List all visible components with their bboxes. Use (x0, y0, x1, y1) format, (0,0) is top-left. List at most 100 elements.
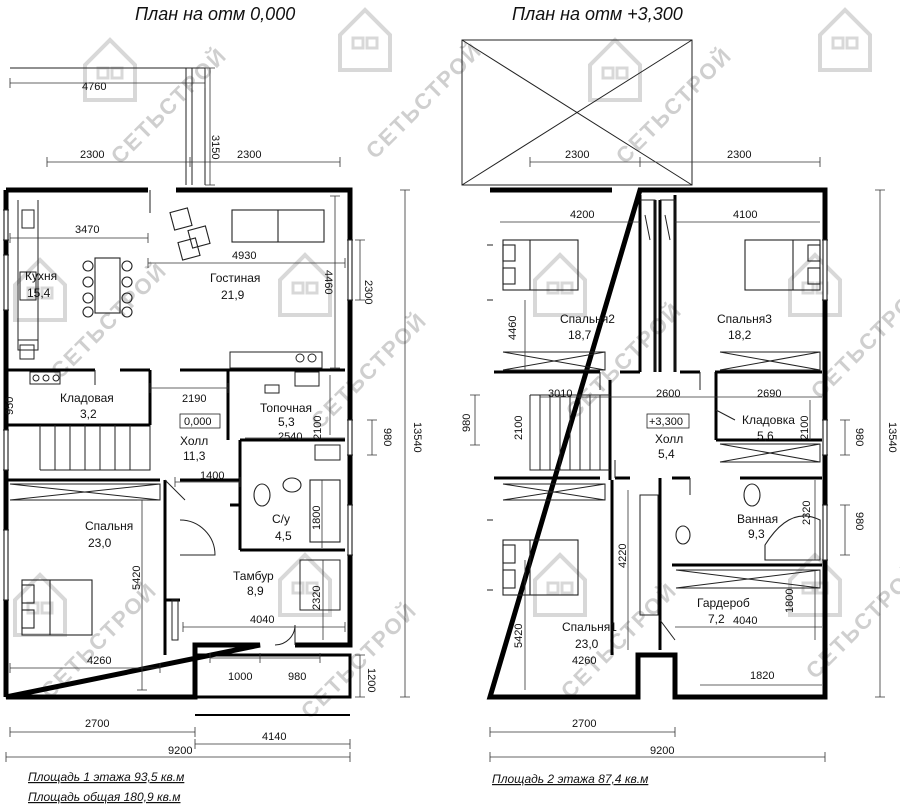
dim-label: 4760 (82, 81, 106, 93)
dim-label: 2700 (572, 718, 596, 730)
watermark-logo-icon (818, 7, 872, 72)
dim-label: 13540 (411, 422, 423, 453)
dim-label: 980 (853, 428, 865, 446)
dim-label: 3010 (548, 388, 572, 400)
area-note-ground: Площадь 1 этажа 93,5 кв.м (28, 770, 184, 784)
dim-label: 4100 (733, 209, 757, 221)
room-name: Холл (655, 432, 683, 446)
interior-walls-upper (494, 195, 822, 650)
dim-label: 4200 (570, 209, 594, 221)
room-name: Спальня (85, 519, 133, 533)
watermark-logo-icon (278, 552, 332, 617)
dim-label: 2690 (757, 388, 781, 400)
toilet-icon (253, 483, 271, 507)
dim-label: 4930 (232, 250, 256, 262)
dim-label: 4040 (250, 614, 274, 626)
plan-title-upper: План на отм +3,300 (512, 4, 683, 24)
level-mark-ground-box (179, 413, 221, 429)
washbasin-icon (675, 525, 691, 545)
washbasin-icon (282, 477, 302, 493)
dim-label: 2300 (565, 149, 589, 161)
room-area: 4,5 (275, 529, 292, 543)
boiler-counter (229, 351, 323, 369)
terrace-roof (461, 39, 693, 186)
terrace-posts (185, 68, 193, 185)
stove-icon (19, 271, 37, 301)
room-area: 3,2 (80, 407, 97, 421)
watermark-logo-icon (338, 7, 392, 72)
room-area: 15,4 (27, 286, 51, 300)
watermark-text: СЕТЬСТРОЙ (801, 557, 900, 683)
room-name: Топочная (260, 401, 312, 415)
dim-label: 2100 (799, 416, 811, 440)
dim-label: 2320 (311, 586, 323, 610)
interior-walls (6, 368, 345, 655)
dim-label: 980 (461, 414, 473, 432)
room-name: Спальня3 (717, 312, 772, 326)
watermark-logo-icon (788, 252, 842, 317)
room-area: 23,0 (575, 637, 599, 651)
room-area: 5,4 (658, 447, 675, 461)
dim-label: 4140 (262, 731, 286, 743)
room-area: 21,9 (221, 288, 245, 302)
dim-label: 1200 (365, 668, 377, 692)
dim-label: 1400 (200, 470, 224, 482)
dim-label: 2700 (85, 718, 109, 730)
shower-icon (309, 479, 341, 543)
dim-label: 1800 (311, 506, 323, 530)
watermarks: СЕТЬСТРОЙ СЕТЬСТРОЙ СЕТЬСТРОЙ СЕТЬСТРОЙ … (13, 7, 900, 724)
room-name: Гостиная (210, 271, 260, 285)
dim-label: 1800 (784, 589, 796, 613)
dim-label: 4460 (322, 270, 334, 294)
room-area: 18,2 (728, 328, 752, 342)
watermark-logo-icon (13, 572, 67, 637)
bed-icon (502, 239, 579, 291)
bed-icon (502, 539, 579, 596)
room-name: Ванная (737, 512, 778, 526)
dim-label: 980 (381, 428, 393, 446)
exterior-walls-upper (486, 187, 828, 700)
toilet-icon (743, 483, 761, 507)
room-area: 18,7 (568, 328, 592, 342)
area-note-total: Площадь общая 180,9 кв.м (28, 790, 180, 804)
fridge-icon (19, 344, 35, 360)
dim-label: 2100 (312, 416, 324, 440)
watermark-text: СЕТЬСТРОЙ (806, 277, 900, 403)
room-area: 11,3 (183, 449, 206, 463)
dim-label: 4040 (733, 615, 757, 627)
room-name: Кухня (25, 269, 57, 283)
closet (640, 199, 676, 372)
dim-label: 4260 (87, 655, 111, 667)
kitchen-counter (17, 200, 39, 351)
dim-label: 9200 (168, 745, 192, 757)
dim-label: 980 (853, 512, 865, 530)
level-mark-upper: +3,300 (649, 416, 683, 428)
watermark-logo-icon (588, 37, 642, 102)
watermark-logo-icon (533, 552, 587, 617)
room-name: Холл (180, 434, 208, 448)
dim-label: 4260 (572, 655, 596, 667)
room-area: 8,9 (247, 584, 264, 598)
dim-label: 2600 (656, 388, 680, 400)
dim-label: 5420 (513, 624, 525, 648)
stairs (39, 425, 151, 471)
dim-label: 5420 (131, 566, 143, 590)
bathtub-icon (764, 515, 821, 561)
level-mark-ground: 0,000 (184, 416, 212, 428)
room-area: 23,0 (88, 536, 112, 550)
room-area: 5,6 (757, 429, 774, 443)
dim-label: 980 (288, 671, 306, 683)
room-area: 7,2 (708, 612, 725, 626)
bed-icon (744, 239, 821, 291)
room-name: Спальня1 (562, 620, 617, 634)
room-area: 5,3 (278, 415, 295, 429)
dim-label: 1000 (228, 671, 252, 683)
watermark-logo-icon (278, 252, 332, 317)
room-name: Гардероб (697, 596, 750, 610)
room-area: 9,3 (748, 527, 765, 541)
boiler-icon (294, 371, 320, 387)
watermark-logo-icon (533, 252, 587, 317)
dim-label: 3150 (209, 135, 221, 159)
watermark-text: СЕТЬСТРОЙ (361, 37, 487, 163)
room-name: С/у (272, 512, 290, 526)
